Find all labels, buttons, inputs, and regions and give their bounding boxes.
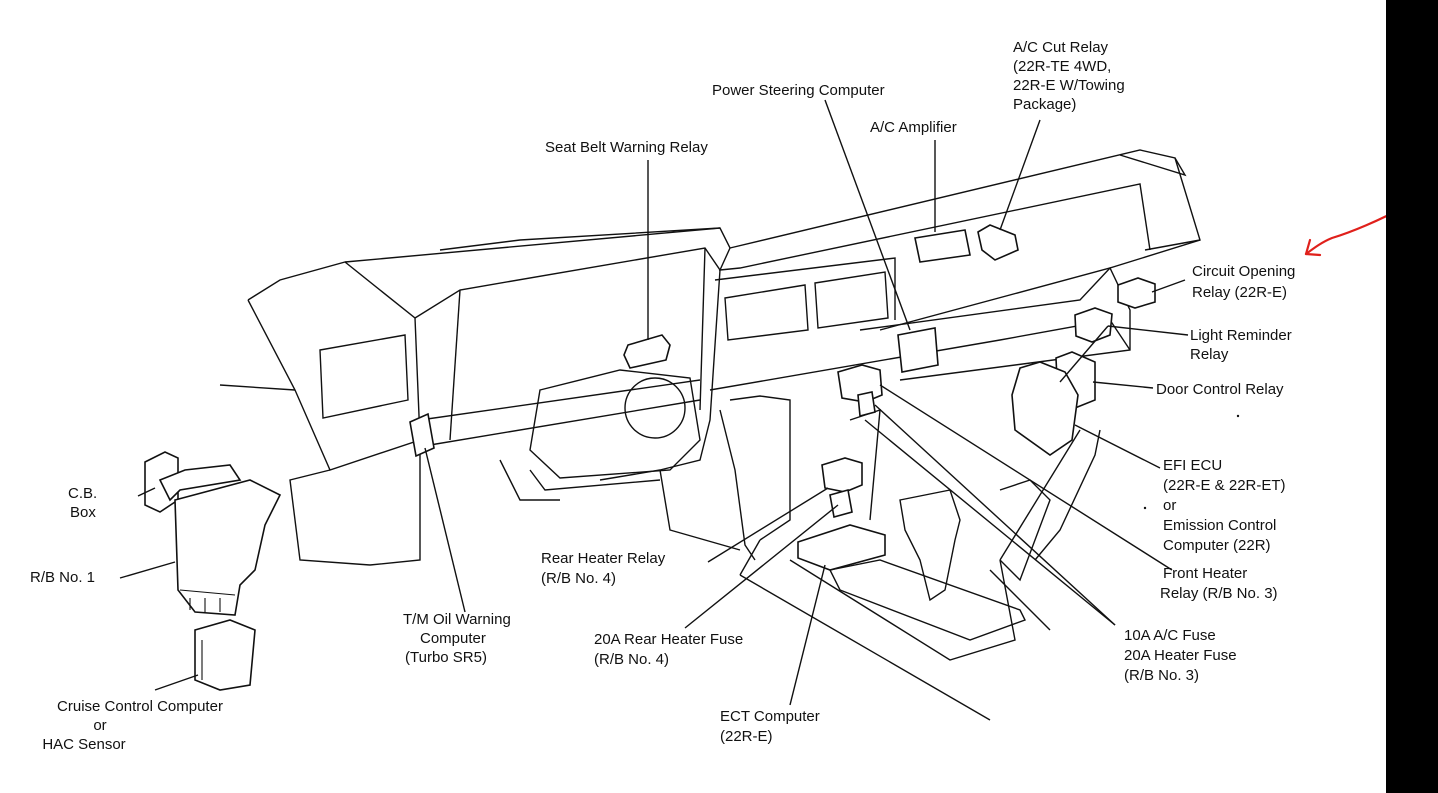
label-circuit-opening-relay-2: Relay (22R-E) bbox=[1192, 284, 1287, 301]
label-efi-ecu-1: EFI ECU bbox=[1163, 457, 1222, 474]
label-tm-oil-2: Computer bbox=[420, 630, 486, 647]
label-rear-heater-relay-1: Rear Heater Relay bbox=[541, 550, 666, 567]
label-efi-ecu-5: Computer (22R) bbox=[1163, 537, 1271, 554]
label-rear-heater-fuse-2: (R/B No. 4) bbox=[594, 651, 669, 668]
label-efi-ecu-3: or bbox=[1163, 497, 1176, 514]
label-ect-computer-1: ECT Computer bbox=[720, 708, 820, 725]
label-door-control-relay: Door Control Relay bbox=[1156, 381, 1284, 398]
label-ac-fuse-2: 20A Heater Fuse bbox=[1124, 647, 1237, 664]
label-tm-oil-3: (Turbo SR5) bbox=[405, 649, 487, 666]
annotation-arrow-icon bbox=[1304, 215, 1386, 257]
label-rear-heater-fuse-1: 20A Rear Heater Fuse bbox=[594, 631, 743, 648]
label-power-steering-computer: Power Steering Computer bbox=[712, 82, 885, 99]
label-cruise-control-2: or bbox=[93, 717, 106, 734]
label-ac-fuse-3: (R/B No. 3) bbox=[1124, 667, 1199, 684]
label-efi-ecu-4: Emission Control bbox=[1163, 517, 1276, 534]
label-circuit-opening-relay-1: Circuit Opening bbox=[1192, 263, 1295, 280]
label-front-heater-relay-1: Front Heater bbox=[1163, 565, 1247, 582]
label-front-heater-relay-2: Relay (R/B No. 3) bbox=[1160, 585, 1278, 602]
label-ac-cut-relay-2: (22R-TE 4WD, bbox=[1013, 58, 1111, 75]
label-light-reminder-relay-1: Light Reminder bbox=[1190, 327, 1292, 344]
label-cruise-control-3: HAC Sensor bbox=[42, 736, 125, 753]
leader-lines bbox=[119, 99, 1189, 706]
label-seat-belt-warning-relay: Seat Belt Warning Relay bbox=[545, 139, 708, 156]
label-ac-fuse-1: 10A A/C Fuse bbox=[1124, 627, 1216, 644]
label-ac-cut-relay-4: Package) bbox=[1013, 96, 1076, 113]
label-cb-box-2: Box bbox=[70, 504, 96, 521]
label-ac-cut-relay-3: 22R-E W/Towing bbox=[1013, 77, 1125, 94]
label-ac-amplifier: A/C Amplifier bbox=[870, 119, 957, 136]
label-ac-cut-relay-1: A/C Cut Relay bbox=[1013, 39, 1109, 56]
label-light-reminder-relay-2: Relay bbox=[1190, 346, 1229, 363]
label-ect-computer-2: (22R-E) bbox=[720, 728, 773, 745]
labels: Power Steering Computer A/C Cut Relay (2… bbox=[30, 39, 1295, 753]
dashboard-outline bbox=[219, 149, 1240, 721]
edge-bar bbox=[1386, 0, 1438, 793]
parts bbox=[144, 224, 1156, 691]
label-rb-no1: R/B No. 1 bbox=[30, 569, 95, 586]
label-rear-heater-relay-2: (R/B No. 4) bbox=[541, 570, 616, 587]
label-efi-ecu-2: (22R-E & 22R-ET) bbox=[1163, 477, 1286, 494]
label-cruise-control-1: Cruise Control Computer bbox=[57, 698, 223, 715]
label-cb-box-1: C.B. bbox=[68, 485, 97, 502]
dashboard-diagram: Power Steering Computer A/C Cut Relay (2… bbox=[30, 39, 1386, 753]
label-tm-oil-1: T/M Oil Warning bbox=[403, 611, 511, 628]
